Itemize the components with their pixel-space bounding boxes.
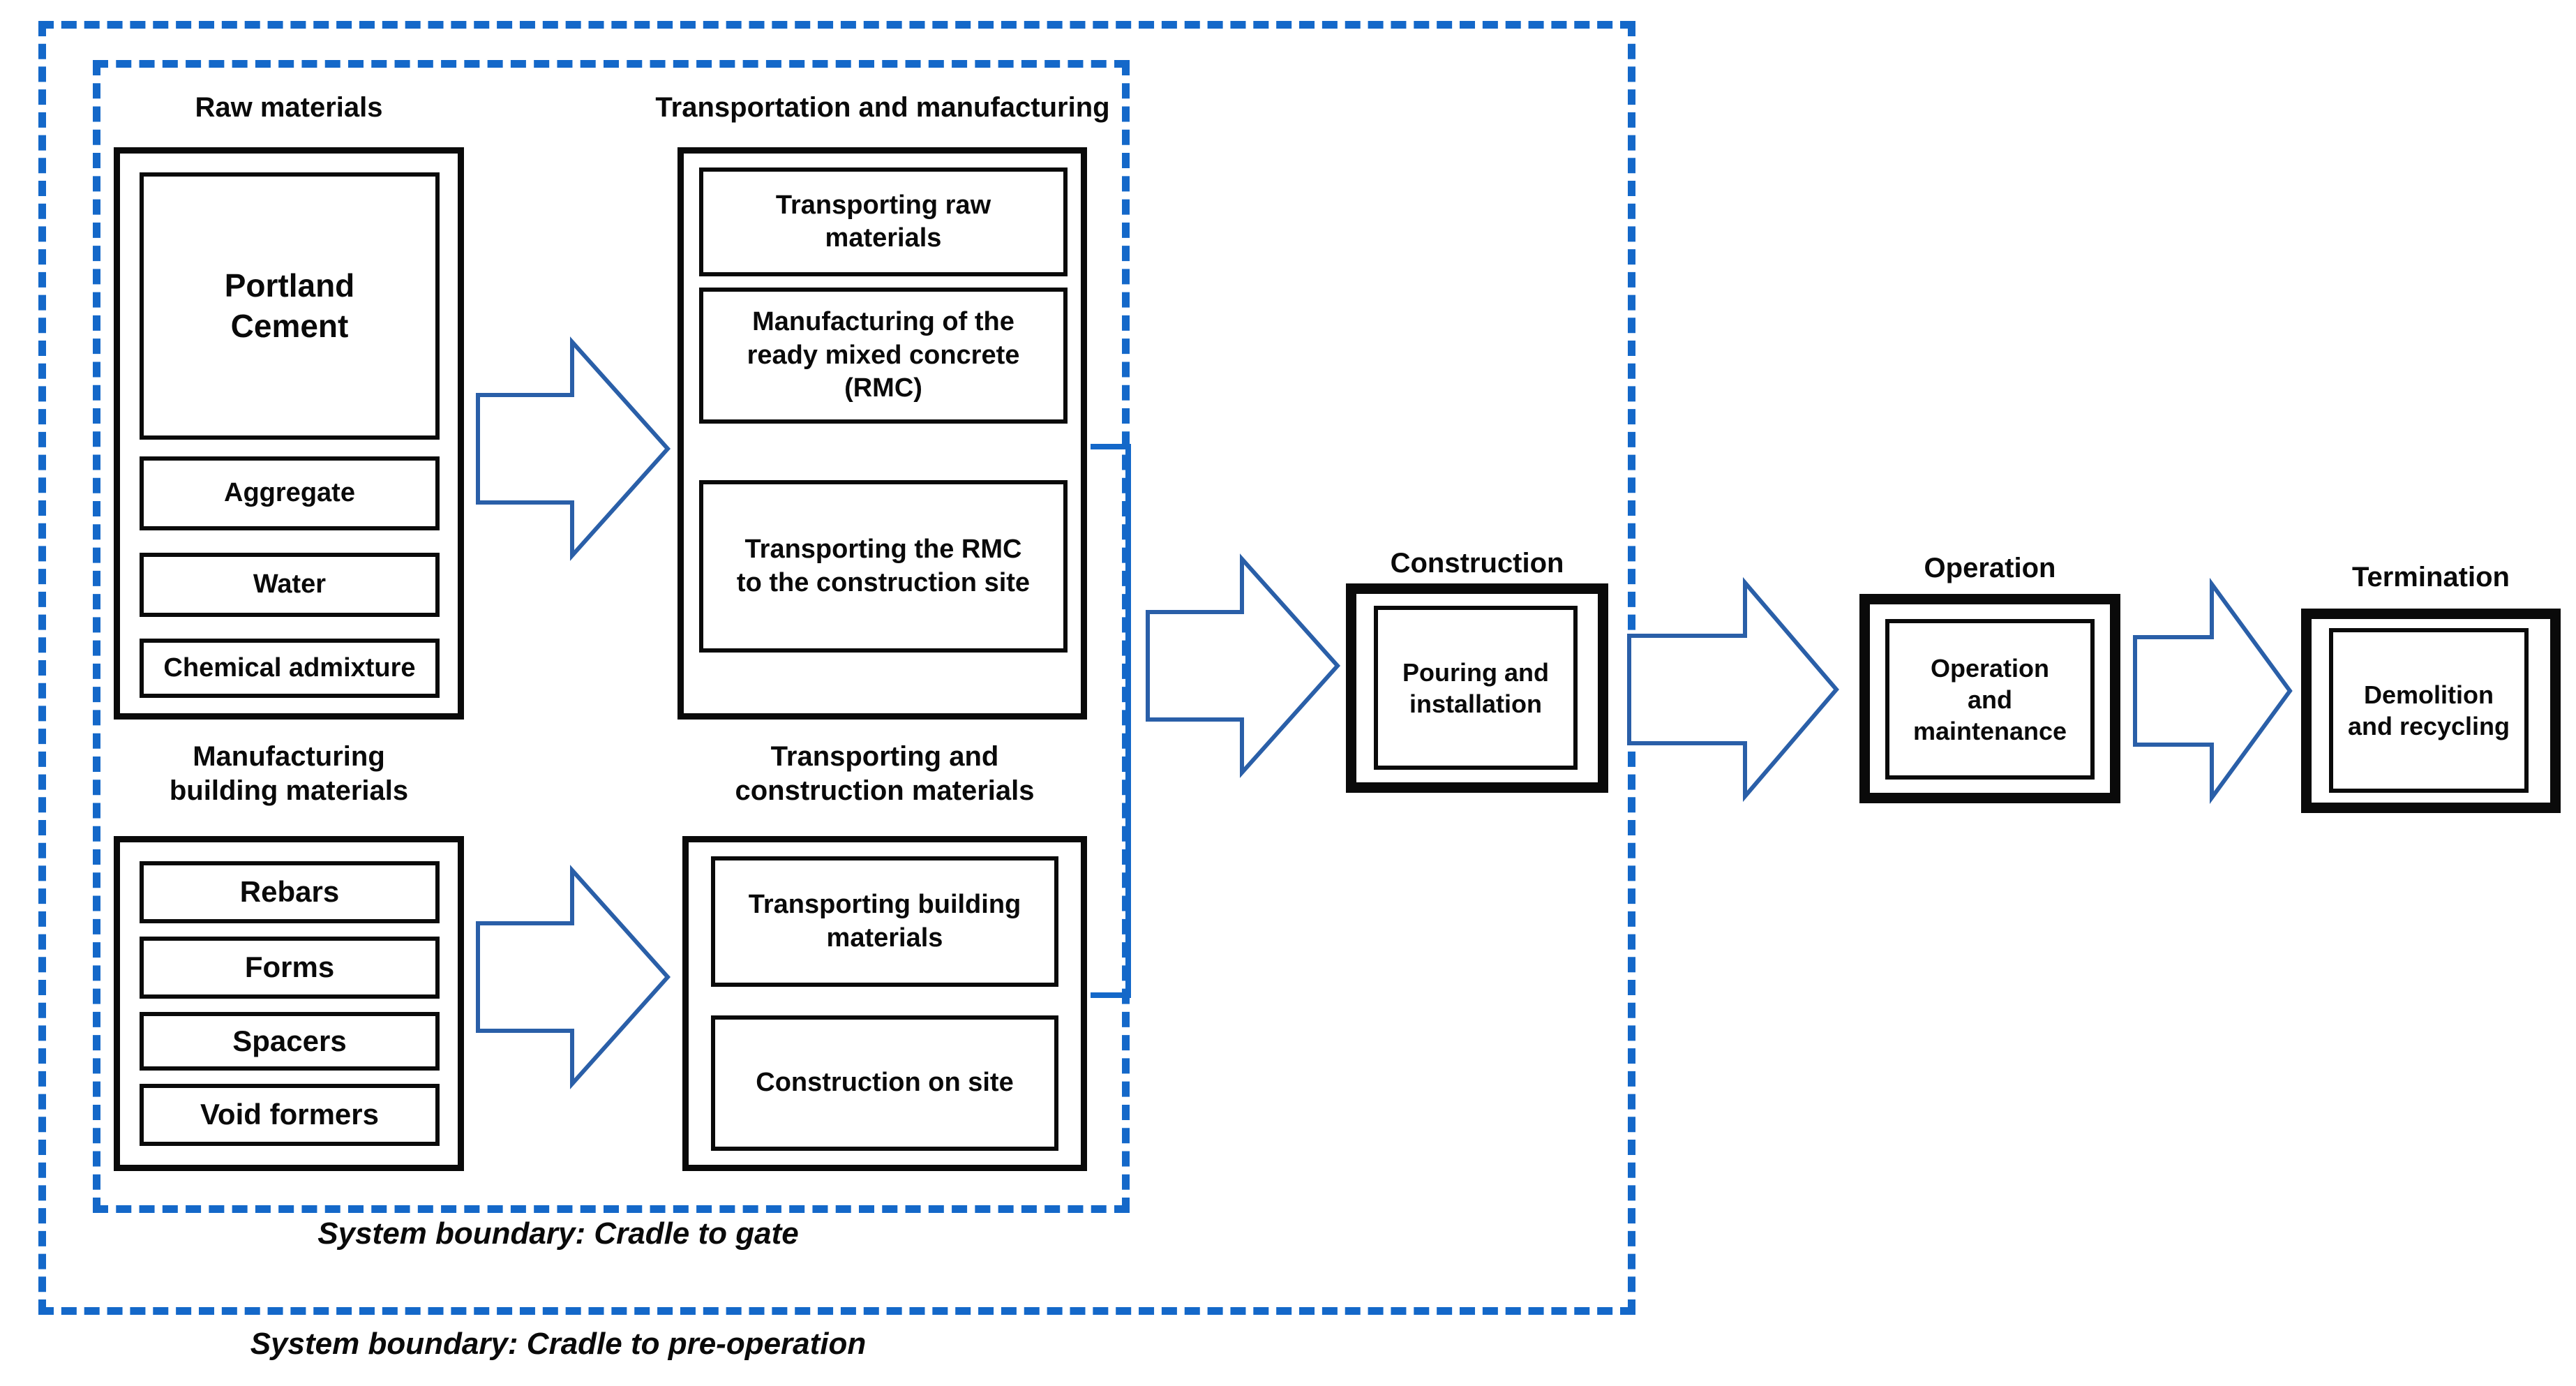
aggregate-box: Aggregate (140, 456, 440, 530)
cradle-to-pre-operation-label: System boundary: Cradle to pre-operation (250, 1327, 867, 1361)
transporting-building-materials-box: Transporting building materials (711, 856, 1058, 987)
demolition-recycling-box: Demolition and recycling (2329, 628, 2529, 793)
operation-maintenance-box: Operation and maintenance (1885, 619, 2095, 780)
arrow-building-to-transport-icon (476, 865, 671, 1089)
manufacturing-building-materials-label: Manufacturing building materials (169, 741, 409, 806)
transporting-raw-materials-box: Transporting raw materials (699, 167, 1068, 276)
portland-cement-box: Portland Cement (140, 172, 440, 440)
merge-bracket (1091, 444, 1131, 998)
operation-label: Operation (1924, 553, 2056, 583)
transporting-rmc-box: Transporting the RMC to the construction… (699, 480, 1068, 653)
arrow-to-construction-icon (1146, 553, 1341, 778)
transporting-construction-materials-label: Transporting and construction materials (735, 741, 1035, 806)
chemical-admixture-box: Chemical admixture (140, 639, 440, 698)
construction-on-site-box: Construction on site (711, 1015, 1058, 1151)
arrow-construction-to-operation-icon (1627, 576, 1839, 803)
rebars-box: Rebars (140, 861, 440, 923)
forms-box: Forms (140, 937, 440, 999)
transportation-manufacturing-label: Transportation and manufacturing (655, 92, 1110, 123)
termination-label: Termination (2352, 562, 2510, 593)
cradle-to-gate-label: System boundary: Cradle to gate (317, 1216, 799, 1251)
manufacturing-rmc-box: Manufacturing of the ready mixed concret… (699, 288, 1068, 424)
arrow-operation-to-termination-icon (2133, 577, 2293, 805)
arrow-raw-to-transport-icon (476, 336, 671, 561)
construction-label: Construction (1390, 548, 1564, 579)
spacers-box: Spacers (140, 1012, 440, 1071)
pouring-installation-box: Pouring and installation (1374, 606, 1578, 770)
raw-materials-label: Raw materials (195, 92, 383, 123)
water-box: Water (140, 553, 440, 617)
void-formers-box: Void formers (140, 1084, 440, 1146)
